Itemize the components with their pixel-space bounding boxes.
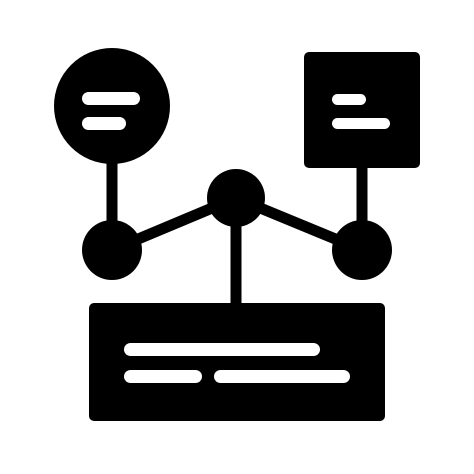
square-node-line-1 bbox=[332, 94, 366, 105]
center-hub-node bbox=[207, 169, 265, 227]
right-junction-node bbox=[332, 220, 392, 280]
square-node-line-2 bbox=[332, 118, 390, 129]
circle-node-line-2 bbox=[82, 117, 126, 130]
bottom-panel-node bbox=[89, 303, 385, 421]
square-node-shape bbox=[304, 52, 420, 168]
circle-node-shape bbox=[54, 48, 170, 164]
bottom-panel-line-2a bbox=[124, 370, 202, 383]
top-right-square-node bbox=[304, 52, 420, 168]
bottom-panel-line-1 bbox=[124, 343, 320, 356]
left-junction-node bbox=[82, 220, 142, 280]
bottom-panel-shape bbox=[89, 303, 385, 421]
circle-node-line-1 bbox=[82, 92, 140, 105]
top-left-circle-node bbox=[54, 48, 170, 164]
bottom-panel-line-2b bbox=[214, 370, 350, 383]
